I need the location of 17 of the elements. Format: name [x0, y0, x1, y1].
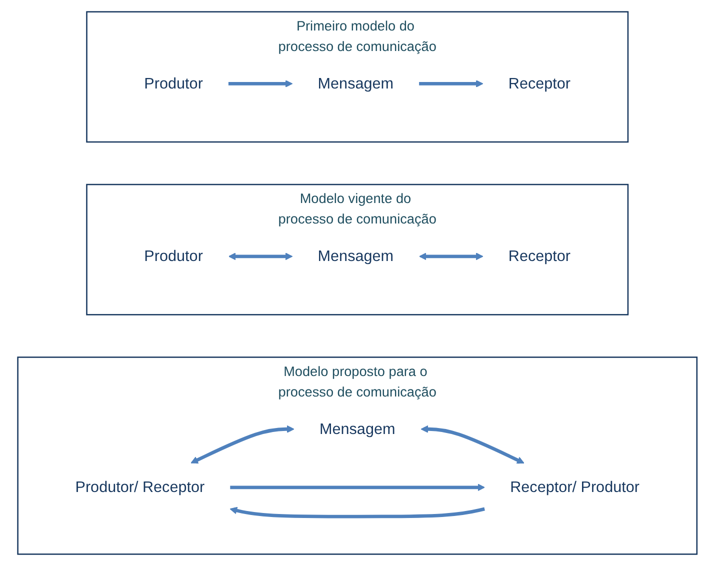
node-text: Mensagem: [320, 420, 396, 438]
arrow: [230, 506, 486, 518]
arrow: [190, 425, 294, 464]
node-text: Receptor: [508, 247, 571, 264]
node-text: Produtor: [144, 247, 204, 264]
node-text: Receptor/ Produtor: [510, 478, 640, 496]
node-text: Produtor: [144, 74, 204, 92]
arrow: [230, 484, 486, 492]
arrow: [420, 425, 524, 464]
node-text: Receptor: [508, 74, 571, 92]
node-text: Mensagem: [318, 247, 394, 264]
arrow: [228, 252, 293, 260]
arrow: [419, 252, 484, 260]
arrow: [228, 80, 293, 88]
node-text: Mensagem: [318, 74, 394, 92]
arrow: [419, 80, 484, 88]
node-text: Produtor/ Receptor: [75, 478, 205, 496]
